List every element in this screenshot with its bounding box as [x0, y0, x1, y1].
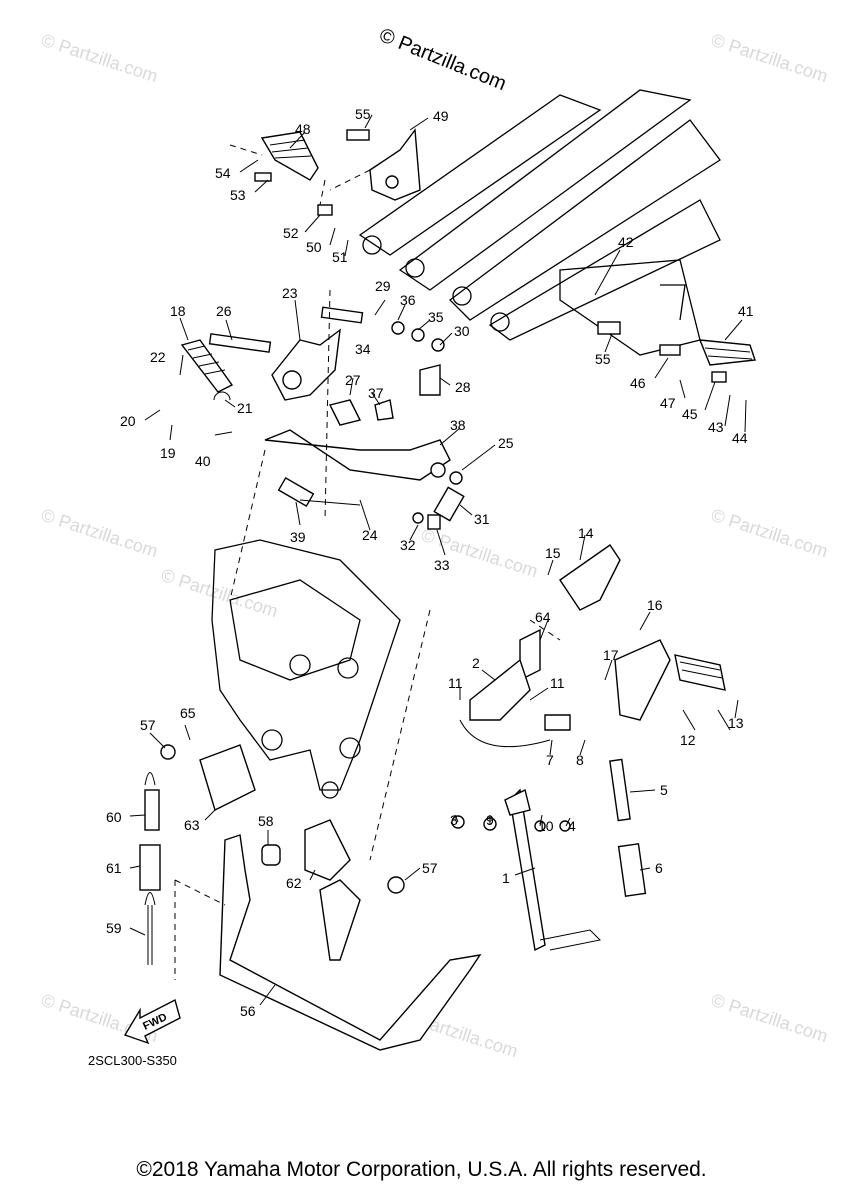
watermark-text: © Partzilla.com [39, 505, 161, 562]
callout-55b: 55 [595, 351, 611, 367]
callout-45: 45 [682, 406, 698, 422]
callout-47: 47 [660, 395, 676, 411]
callout-35: 35 [428, 309, 444, 325]
callout-56: 56 [240, 1003, 256, 1019]
callout-33: 33 [434, 557, 450, 573]
watermark-text: © Partzilla.com [709, 990, 831, 1047]
callout-42: 42 [618, 234, 634, 250]
main-frame [211, 539, 401, 799]
callout-26: 26 [216, 303, 232, 319]
callout-63: 63 [184, 817, 200, 833]
callout-40: 40 [195, 453, 211, 469]
callout-62: 62 [286, 875, 302, 891]
watermark-text: © Partzilla.com [709, 505, 831, 562]
callout-20: 20 [120, 413, 136, 429]
callout-36: 36 [400, 292, 416, 308]
callout-49: 49 [433, 108, 449, 124]
callout-65: 65 [180, 705, 196, 721]
center-stand [139, 744, 482, 1051]
passenger-footrest-right [597, 321, 756, 383]
copyright-footer: ©2018 Yamaha Motor Corporation, U.S.A. A… [136, 1158, 707, 1181]
callout-57a: 57 [140, 717, 156, 733]
callout-labels: 1 2 3 4 5 6 7 8 9 10 11 11 12 13 14 15 1… [106, 106, 754, 1019]
callout-39: 39 [290, 529, 306, 545]
callout-29: 29 [375, 278, 391, 294]
callout-1: 1 [502, 870, 510, 886]
callout-15: 15 [545, 545, 561, 561]
callout-60: 60 [106, 809, 122, 825]
callout-57b: 57 [422, 860, 438, 876]
callout-53: 53 [230, 187, 246, 203]
callout-11a: 11 [448, 675, 463, 691]
callout-22: 22 [150, 349, 166, 365]
callout-16: 16 [647, 597, 663, 613]
callout-51: 51 [332, 249, 348, 265]
callout-43: 43 [708, 419, 724, 435]
fwd-arrow: FWD [123, 998, 181, 1045]
diagram-code: 2SCL300-S350 [88, 1053, 177, 1068]
callout-24: 24 [362, 527, 378, 543]
callout-52: 52 [283, 225, 299, 241]
callout-17: 17 [603, 647, 619, 663]
callout-61: 61 [106, 860, 122, 876]
callout-19: 19 [160, 445, 176, 461]
right-footrest-sidestand [369, 544, 726, 952]
callout-8: 8 [576, 752, 584, 768]
callout-4: 4 [568, 818, 576, 834]
callout-28: 28 [455, 379, 471, 395]
watermark-group: © Partzilla.com © Partzilla.com © Partzi… [39, 30, 831, 1062]
callout-21: 21 [237, 400, 253, 416]
callout-10: 10 [538, 818, 554, 834]
callout-18: 18 [170, 303, 186, 319]
callout-58: 58 [258, 813, 274, 829]
watermark-text: © Partzilla.com [39, 30, 161, 87]
callout-23: 23 [282, 285, 298, 301]
callout-11b: 11 [550, 675, 565, 691]
leader-lines [129, 114, 747, 1006]
callout-3: 3 [450, 812, 458, 828]
callout-2: 2 [472, 655, 480, 671]
callout-50: 50 [306, 239, 322, 255]
callout-5: 5 [660, 782, 668, 798]
callout-64: 64 [535, 609, 551, 625]
callout-14: 14 [578, 525, 594, 541]
callout-59: 59 [106, 920, 122, 936]
callout-38: 38 [450, 417, 466, 433]
callout-44: 44 [732, 430, 748, 446]
callout-34: 34 [355, 341, 371, 357]
callout-27: 27 [345, 372, 361, 388]
callout-41: 41 [738, 303, 754, 319]
callout-32: 32 [400, 537, 416, 553]
callout-12: 12 [680, 732, 696, 748]
callout-25: 25 [498, 435, 514, 451]
callout-46: 46 [630, 375, 646, 391]
brand-watermark: © Partzilla.com [376, 24, 509, 95]
callout-55a: 55 [355, 106, 371, 122]
callout-37: 37 [368, 385, 384, 401]
callout-31: 31 [474, 511, 490, 527]
brake-pedal-assembly [180, 289, 465, 601]
callout-48: 48 [295, 121, 311, 137]
callout-54: 54 [215, 165, 231, 181]
callout-7: 7 [546, 752, 554, 768]
callout-9: 9 [486, 812, 494, 828]
passenger-footrest-left [229, 128, 421, 216]
callout-6: 6 [655, 860, 663, 876]
callout-30: 30 [454, 323, 470, 339]
watermark-text: © Partzilla.com [159, 565, 281, 622]
watermark-text: © Partzilla.com [709, 30, 831, 87]
rear-subframe [358, 89, 721, 356]
callout-13: 13 [728, 715, 744, 731]
